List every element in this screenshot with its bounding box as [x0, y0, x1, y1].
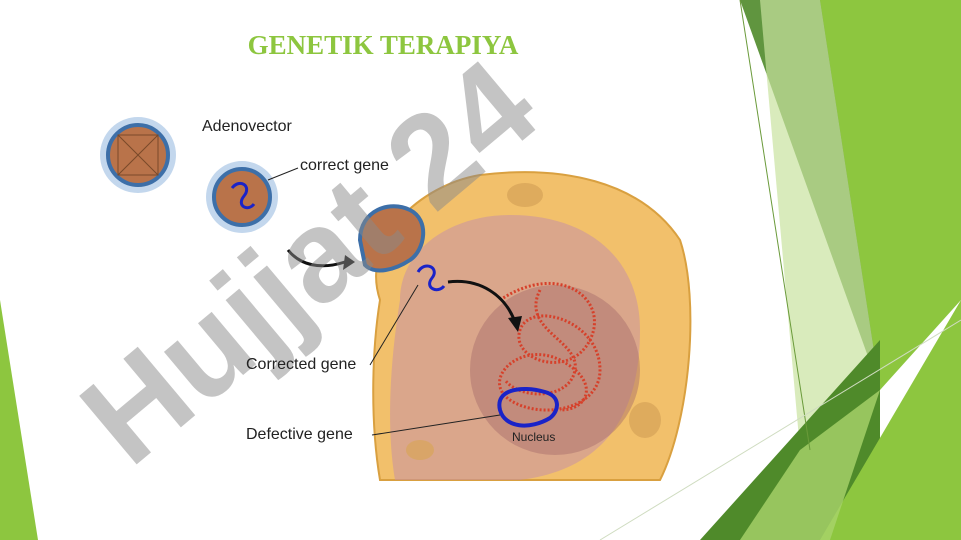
green-shape-pale	[760, 0, 880, 450]
leader-defective-gene	[371, 414, 501, 436]
leader-corrected-gene	[369, 284, 419, 366]
adenovirus-particle-1	[100, 117, 176, 193]
adenovirus-particle-2	[206, 161, 278, 233]
organelle	[507, 183, 543, 207]
arrow-entry-head	[343, 255, 355, 270]
label-adenovector: Adenovector	[202, 118, 292, 135]
label-corrected-gene: Corrected gene	[246, 356, 357, 373]
label-defective-gene: Defective gene	[246, 426, 353, 443]
organelle	[629, 402, 661, 438]
label-correct-gene: correct gene	[300, 157, 389, 174]
chromosome	[498, 281, 602, 412]
green-shape-bottom-pale	[740, 390, 880, 540]
label-nucleus: Nucleus	[512, 430, 556, 444]
green-shape-bottom-light	[820, 300, 961, 540]
thin-line-1	[739, 0, 811, 451]
corrected-gene-strand	[416, 264, 446, 292]
adenovirus-particle-3	[357, 204, 426, 273]
arrow-to-nucleus	[447, 279, 517, 323]
green-shape-light-top	[820, 0, 961, 390]
arrow-to-nucleus-head	[508, 316, 522, 332]
green-shape-left	[0, 300, 38, 540]
leader-correct-gene	[267, 167, 299, 181]
nucleus	[470, 285, 640, 455]
thin-line-2	[599, 319, 961, 540]
correct-gene-strand	[230, 182, 256, 210]
arrow-entry	[286, 249, 346, 268]
slide-title: GENETIK TERAPIYA	[247, 30, 519, 60]
defective-gene-segment	[497, 387, 559, 428]
organelle	[406, 440, 434, 460]
